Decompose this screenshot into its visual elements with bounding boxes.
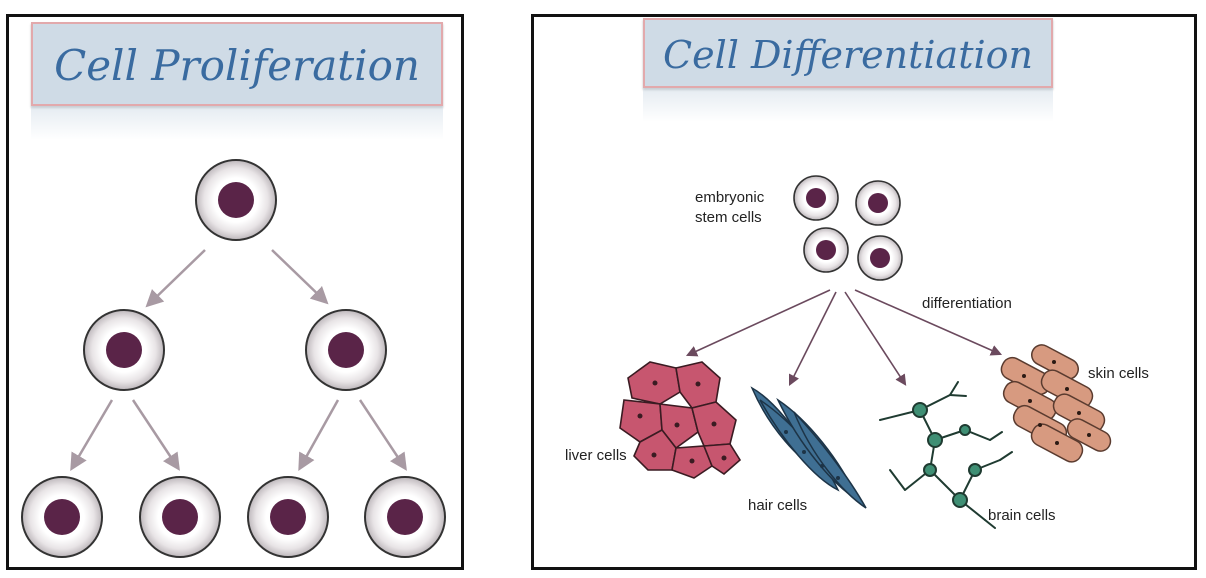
proliferation-title-reflection	[31, 106, 443, 140]
embryonic-stem-cell-1	[793, 175, 839, 221]
embryonic-stem-cell-2	[855, 180, 901, 226]
label-brain-cells: brain cells	[988, 507, 1056, 524]
granddaughter-cell-1	[21, 476, 103, 558]
embryonic-stem-cell-4	[857, 235, 903, 281]
label-liver-cells: liver cells	[565, 447, 627, 464]
arrow-to-skin	[854, 289, 1003, 356]
label-hair-cells: hair cells	[748, 497, 807, 514]
daughter-cell-right	[305, 309, 387, 391]
proliferation-title: Cell Proliferation	[31, 22, 443, 106]
granddaughter-cell-4	[364, 476, 446, 558]
granddaughter-cell-3	[247, 476, 329, 558]
skin-cells-illustration	[1000, 344, 1112, 463]
differentiation-title: Cell Differentiation	[643, 18, 1053, 88]
arrow-top-to-left	[145, 249, 206, 308]
label-stem-cells: stem cells	[695, 209, 762, 226]
arrow-left-to-1	[70, 399, 114, 472]
brain-cells-illustration	[879, 381, 1013, 529]
arrow-to-brain	[844, 291, 907, 386]
liver-cells-illustration	[619, 361, 742, 479]
granddaughter-cell-2	[139, 476, 221, 558]
hair-cells-illustration	[750, 386, 867, 509]
arrow-right-to-3	[298, 399, 340, 472]
embryonic-stem-cell-3	[803, 227, 849, 273]
arrow-top-to-right	[271, 249, 329, 305]
stem-cell-top	[195, 159, 277, 241]
arrow-to-liver	[685, 289, 831, 357]
arrow-right-to-4	[358, 399, 407, 471]
arrow-left-to-2	[131, 399, 180, 471]
arrow-to-hair	[788, 291, 837, 387]
label-skin-cells: skin cells	[1088, 365, 1149, 382]
label-embryonic: embryonic	[695, 189, 765, 206]
differentiation-title-reflection	[643, 88, 1053, 122]
daughter-cell-left	[83, 309, 165, 391]
label-differentiation: differentiation	[922, 295, 1012, 312]
